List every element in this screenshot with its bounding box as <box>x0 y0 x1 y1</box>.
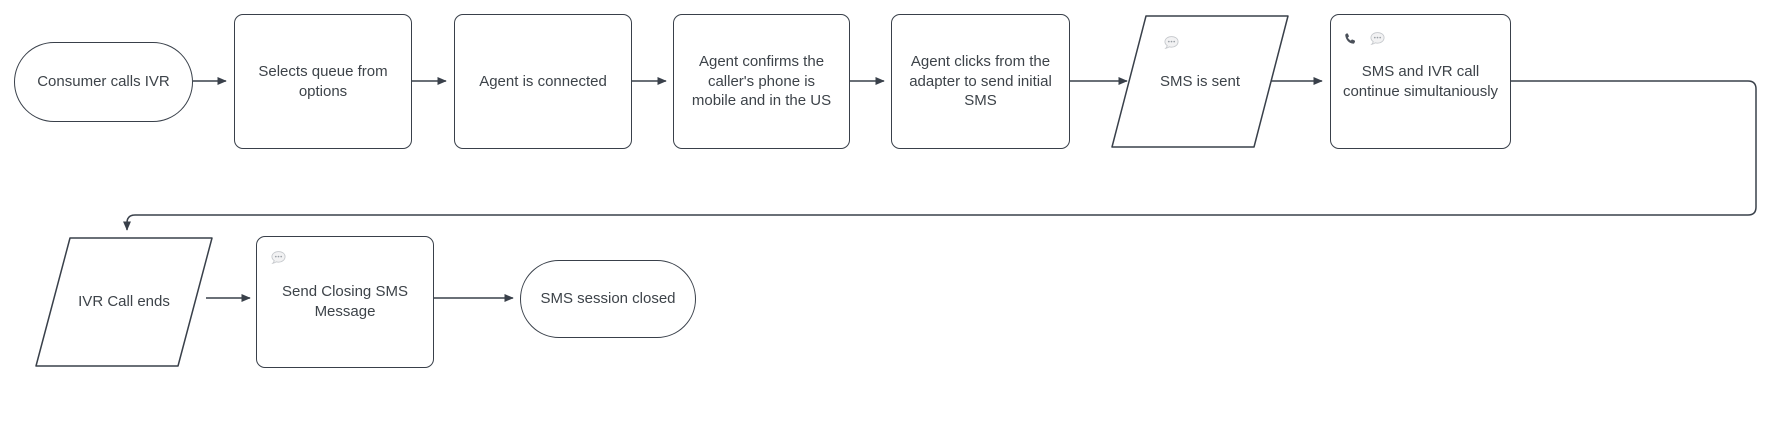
node-label: SMS and IVR call continue simultaniously <box>1342 62 1499 100</box>
node-selects-queue[interactable]: Selects queue from options <box>234 14 412 149</box>
chat-bubble-icon <box>1370 32 1385 45</box>
node-agent-clicks-adapter[interactable]: Agent clicks from the adapter to send in… <box>891 14 1070 149</box>
node-label: IVR Call ends <box>78 293 170 311</box>
node-send-closing-sms[interactable]: Send Closing SMS Message <box>256 236 434 368</box>
node-agent-confirms-phone[interactable]: Agent confirms the caller's phone is mob… <box>673 14 850 149</box>
node-sms-is-sent[interactable]: SMS is sent <box>1110 14 1290 149</box>
node-label: Send Closing SMS Message <box>282 283 408 320</box>
parallelogram-shape <box>35 237 213 367</box>
node-label: SMS is sent <box>1159 72 1241 90</box>
parallelogram-shape <box>1111 15 1289 148</box>
node-label: Selects queue from options <box>258 62 388 100</box>
node-consumer-calls-ivr[interactable]: Consumer calls IVR <box>14 42 193 122</box>
node-label: SMS session closed <box>540 290 676 308</box>
node-label: Consumer calls IVR <box>37 73 170 91</box>
node-icons <box>1342 30 1387 49</box>
node-icons <box>269 249 288 268</box>
node-sms-session-closed[interactable]: SMS session closed <box>520 260 696 338</box>
node-label: Agent is connected <box>479 72 607 90</box>
phone-icon <box>1345 33 1356 44</box>
chat-bubble-icon <box>271 251 286 264</box>
node-agent-connected[interactable]: Agent is connected <box>454 14 632 149</box>
node-icons <box>1162 34 1181 53</box>
node-ivr-call-ends[interactable]: IVR Call ends <box>34 236 214 368</box>
node-sms-and-ivr-continue[interactable]: SMS and IVR call continue simultaniously <box>1330 14 1511 149</box>
node-label: Agent clicks from the adapter to send in… <box>909 52 1052 110</box>
chat-bubble-icon <box>1164 36 1179 49</box>
node-label: Agent confirms the caller's phone is mob… <box>691 52 832 110</box>
